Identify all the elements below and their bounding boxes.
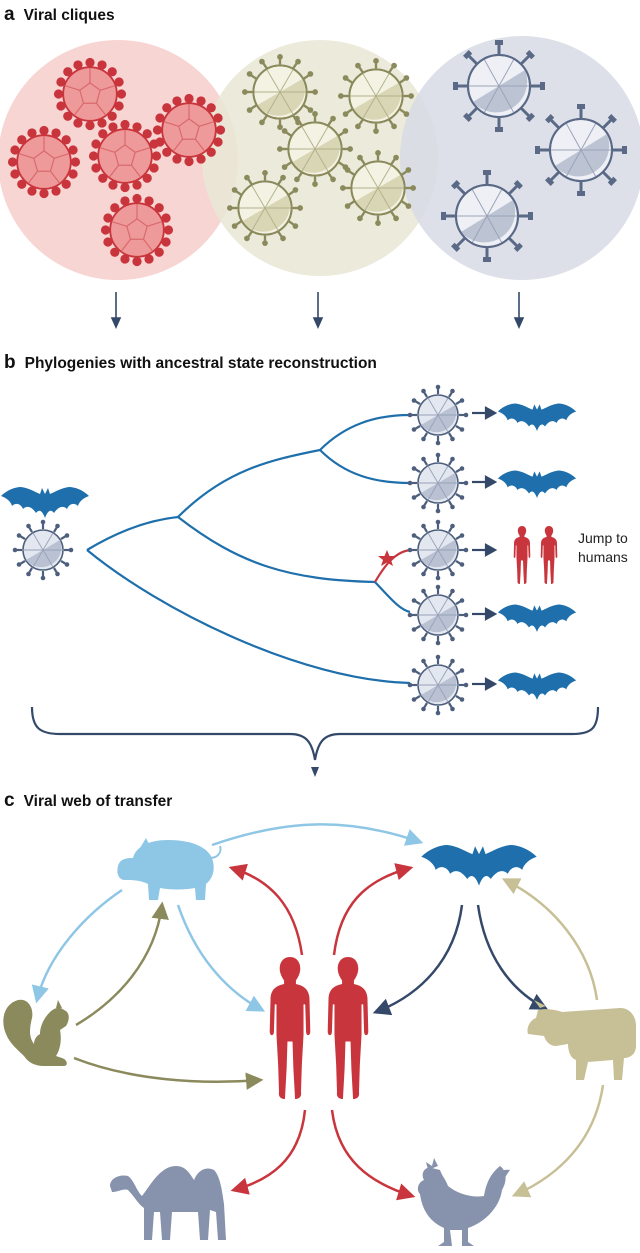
tree-branch xyxy=(374,581,411,614)
virus-icon xyxy=(152,93,226,167)
jump-label-line2: humans xyxy=(578,549,628,565)
bat-icon xyxy=(421,844,537,886)
jump-label-line1: Jump to xyxy=(578,530,628,546)
virus-icon xyxy=(88,119,162,193)
virus-icon xyxy=(11,518,75,582)
panel-a-title-text: Viral cliques xyxy=(23,7,115,24)
bat-icon xyxy=(497,604,577,632)
arrow-human-to-rooster xyxy=(330,1109,416,1201)
panel-b-phylogeny xyxy=(1,383,600,777)
panel-c-web xyxy=(3,823,636,1246)
virus-icon xyxy=(406,653,470,717)
tree-branch-jump xyxy=(374,548,411,583)
panel-b-letter: b xyxy=(4,352,16,373)
panel-c-title: c Viral web of transfer xyxy=(4,790,172,812)
virus-icon xyxy=(533,102,629,198)
arrow-pig-to-human xyxy=(176,904,266,1012)
virus-icon xyxy=(100,193,174,267)
panel-a-cliques xyxy=(0,36,640,329)
pig-icon xyxy=(117,838,222,900)
bat-icon xyxy=(497,470,577,498)
panel-c-letter: c xyxy=(4,790,15,811)
panel-b-title-text: Phylogenies with ancestral state reconst… xyxy=(24,355,377,372)
virus-icon xyxy=(406,383,470,447)
virus-icon xyxy=(406,451,470,515)
panel-a-title: a Viral cliques xyxy=(4,4,115,26)
tree-root-branch xyxy=(86,549,411,685)
arrow-bat-to-human xyxy=(372,904,464,1016)
arrow-human-to-camel xyxy=(230,1109,307,1195)
arrow-squirrel-to-human xyxy=(73,1056,264,1090)
panel-c-title-text: Viral web of transfer xyxy=(23,793,173,810)
human-icon xyxy=(513,526,531,584)
panel-a-letter: a xyxy=(4,4,15,25)
squirrel-icon xyxy=(3,999,69,1066)
arrow-pig-to-bat xyxy=(211,823,424,847)
arrow-cow-to-bat xyxy=(501,878,599,1001)
summary-brace xyxy=(30,706,600,761)
tree-root-branch xyxy=(86,515,179,551)
human-icon xyxy=(327,957,369,1099)
human-icon xyxy=(269,957,311,1099)
tree-branch xyxy=(319,449,411,485)
arrow-human-to-bat xyxy=(332,863,414,956)
arrow-pig-to-squirrel xyxy=(31,888,123,1004)
camel-icon xyxy=(110,1166,226,1240)
virus-icon xyxy=(406,518,470,582)
panel-b-title: b Phylogenies with ancestral state recons… xyxy=(4,352,377,374)
arrow-squirrel-to-pig xyxy=(75,901,169,1027)
bat-icon xyxy=(497,672,577,700)
human-icon xyxy=(540,526,558,584)
cow-icon xyxy=(527,1000,636,1080)
tree-branch xyxy=(177,448,321,518)
virus-icon xyxy=(406,583,470,647)
arrow-bat-to-cow xyxy=(476,904,549,1010)
jump-to-humans-label: Jump to humans xyxy=(578,529,628,567)
virus-icon xyxy=(439,168,535,264)
bat-icon xyxy=(1,487,89,518)
bat-icon xyxy=(497,403,577,431)
jump-star-icon xyxy=(378,550,396,566)
virus-icon xyxy=(451,38,547,134)
tree-branch xyxy=(177,516,376,584)
tree-branch xyxy=(319,413,411,451)
arrow-human-to-pig xyxy=(228,863,304,956)
rooster-icon xyxy=(417,1158,510,1246)
virus-icon xyxy=(53,57,127,131)
virus-icon xyxy=(7,125,81,199)
arrow-cow-to-rooster xyxy=(511,1084,605,1198)
